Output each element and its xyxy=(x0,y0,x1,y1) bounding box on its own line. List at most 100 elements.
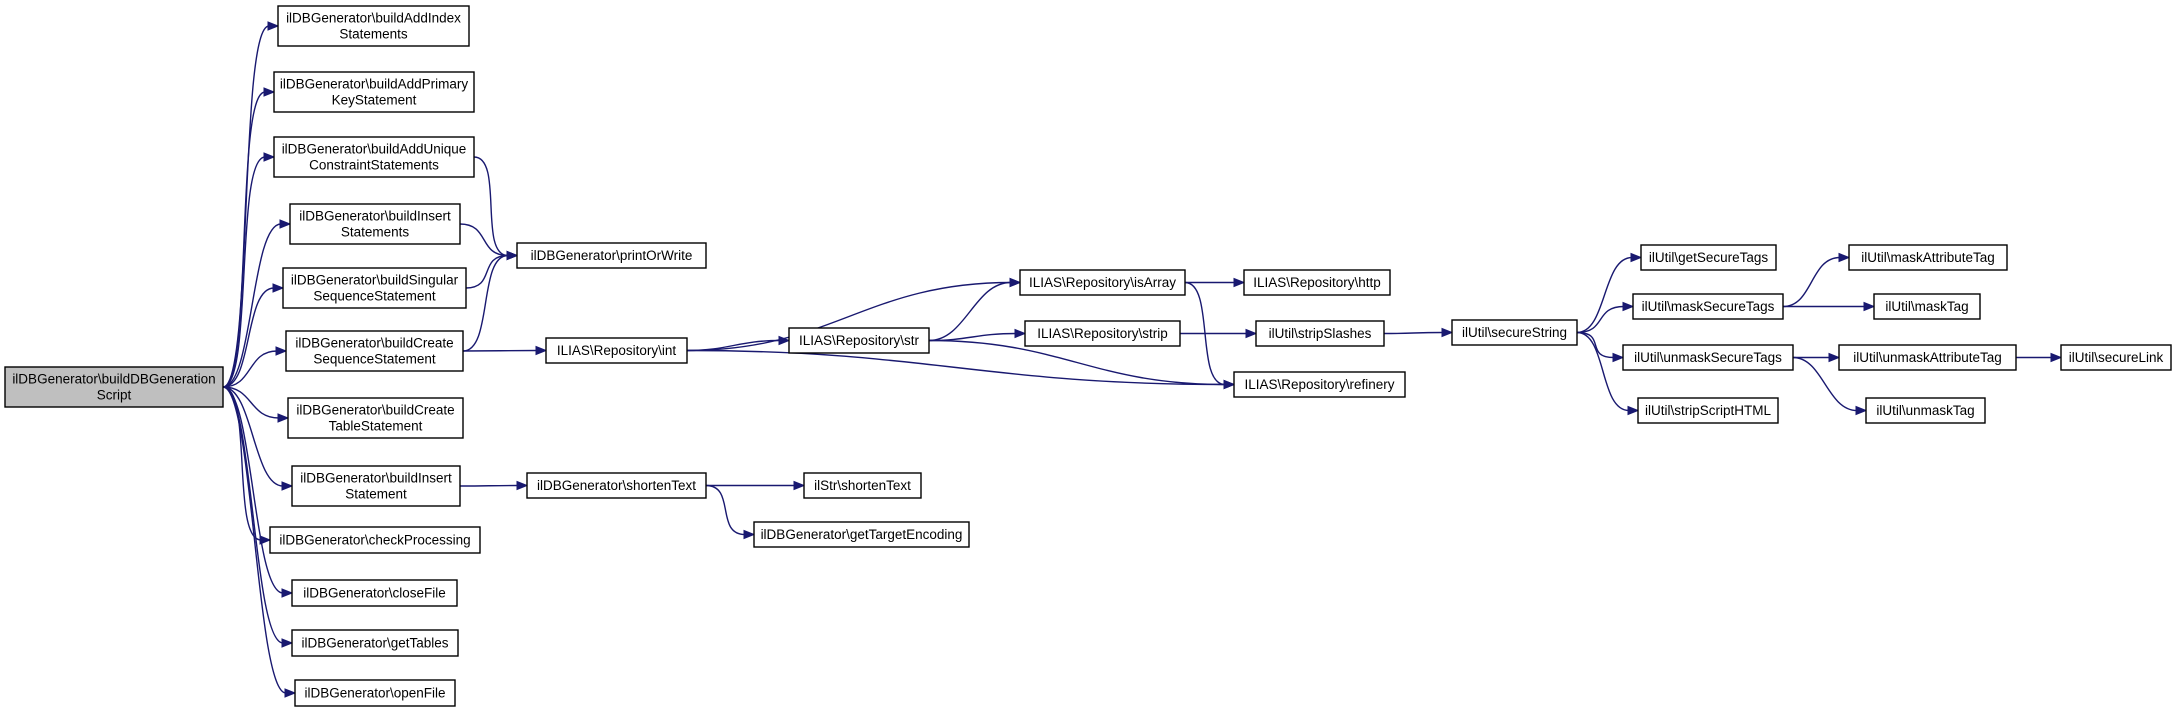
node-add-unique[interactable]: ilDBGenerator\buildAddUniqueConstraintSt… xyxy=(273,136,475,178)
node-print-or-write[interactable]: ilDBGenerator\printOrWrite xyxy=(516,242,707,269)
node-box xyxy=(1255,320,1385,347)
node-box xyxy=(4,366,224,408)
node-singular-seq[interactable]: ilDBGenerator\buildSingularSequenceState… xyxy=(282,267,467,309)
edge-root-to-addUnique xyxy=(222,156,266,388)
edge-addUnique-to-printOrWrite xyxy=(473,156,509,257)
node-unmask-tag[interactable]: ilUtil\unmaskTag xyxy=(1865,397,1986,424)
node-box xyxy=(526,472,707,499)
node-label: Statements xyxy=(339,27,408,42)
node-box xyxy=(545,337,688,364)
node-unmask-attr[interactable]: ilUtil\unmaskAttributeTag xyxy=(1838,344,2017,371)
edge-stripSlashes-to-secureString xyxy=(1383,331,1444,335)
node-mask-tag[interactable]: ilUtil\maskTag xyxy=(1873,293,1981,320)
node-box xyxy=(289,203,461,245)
node-label: ilStr\shortenText xyxy=(814,478,911,493)
node-str-shorten[interactable]: ilStr\shortenText xyxy=(803,472,922,499)
edge-root-to-createSeq xyxy=(222,350,278,388)
node-box xyxy=(1637,397,1779,424)
node-int[interactable]: ILIAS\Repository\int xyxy=(545,337,688,364)
node-label: ilUtil\unmaskTag xyxy=(1876,403,1974,418)
node-get-tables[interactable]: ilDBGenerator\getTables xyxy=(291,629,459,657)
node-box xyxy=(277,5,470,47)
node-unmask-secure[interactable]: ilUtil\unmaskSecureTags xyxy=(1622,344,1794,371)
node-label: ilUtil\stripScriptHTML xyxy=(1645,403,1772,418)
edge-str-to-isArray xyxy=(928,281,1012,342)
arrowhead xyxy=(1014,328,1027,339)
node-label: ILIAS\Repository\str xyxy=(799,333,920,348)
node-label: ilDBGenerator\checkProcessing xyxy=(279,533,470,548)
node-box xyxy=(285,330,464,372)
node-mask-secure[interactable]: ilUtil\maskSecureTags xyxy=(1632,293,1784,320)
node-label: ILIAS\Repository\strip xyxy=(1037,326,1168,341)
arrowhead xyxy=(263,152,276,162)
node-target-enc[interactable]: ilDBGenerator\getTargetEncoding xyxy=(753,521,970,548)
edge-int-to-isArray xyxy=(686,281,1012,352)
node-label: Statement xyxy=(345,487,407,502)
arrowhead xyxy=(1627,405,1640,416)
arrowhead xyxy=(1863,301,1876,312)
edge-root-to-addPrimary xyxy=(222,91,266,388)
edge-root-to-openFile xyxy=(222,386,287,694)
edge-createSeq-to-printOrWrite xyxy=(462,254,509,352)
node-box xyxy=(269,526,481,554)
node-label: ilUtil\maskTag xyxy=(1885,299,1968,314)
edge-secureString-to-stripScript xyxy=(1576,331,1630,412)
node-label: ConstraintStatements xyxy=(309,158,439,173)
edge-createSeq-to-int xyxy=(462,349,538,352)
node-get-secure-tags[interactable]: ilUtil\getSecureTags xyxy=(1640,244,1777,271)
node-box xyxy=(1233,371,1406,398)
node-box xyxy=(273,71,475,113)
arrowhead xyxy=(743,529,756,540)
edge-root-to-createTable xyxy=(222,386,280,419)
node-refinery[interactable]: ILIAS\Repository\refinery xyxy=(1233,371,1406,398)
arrowhead xyxy=(506,250,519,261)
edge-secureString-to-maskSecure xyxy=(1576,305,1625,334)
node-box xyxy=(1640,244,1777,271)
node-strip-script[interactable]: ilUtil\stripScriptHTML xyxy=(1637,397,1779,424)
node-add-primary[interactable]: ilDBGenerator\buildAddPrimaryKeyStatemen… xyxy=(273,71,475,113)
node-strip[interactable]: ILIAS\Repository\strip xyxy=(1024,320,1181,347)
arrowhead xyxy=(1009,277,1022,288)
node-shorten-text[interactable]: ilDBGenerator\shortenText xyxy=(526,472,707,499)
node-label: ilUtil\unmaskAttributeTag xyxy=(1853,350,2002,365)
edge-unmaskSecure-to-unmaskTag xyxy=(1792,356,1858,412)
node-label: ilDBGenerator\buildCreate xyxy=(296,403,454,418)
arrowhead xyxy=(778,335,791,346)
arrowhead xyxy=(275,346,288,356)
node-box xyxy=(1632,293,1784,320)
node-secure-string[interactable]: ilUtil\secureString xyxy=(1451,319,1578,346)
node-label: ilUtil\secureLink xyxy=(2069,350,2164,365)
node-box xyxy=(291,579,458,607)
node-label: KeyStatement xyxy=(332,93,417,108)
node-is-array[interactable]: ILIAS\Repository\isArray xyxy=(1019,269,1186,296)
node-strip-slashes[interactable]: ilUtil\stripSlashes xyxy=(1255,320,1385,347)
edge-secureString-to-unmaskSecure xyxy=(1576,331,1615,359)
call-edges xyxy=(222,21,2063,698)
node-box xyxy=(1622,344,1794,371)
node-check-proc[interactable]: ilDBGenerator\checkProcessing xyxy=(269,526,481,554)
arrowhead xyxy=(793,480,806,491)
node-open-file[interactable]: ilDBGenerator\openFile xyxy=(294,679,456,707)
node-box xyxy=(516,242,707,269)
node-label: ilDBGenerator\buildSingular xyxy=(291,273,459,288)
node-box xyxy=(1019,269,1186,296)
arrowhead xyxy=(277,413,290,423)
node-secure-link[interactable]: ilUtil\secureLink xyxy=(2060,344,2172,371)
node-box xyxy=(291,465,461,507)
node-str[interactable]: ILIAS\Repository\str xyxy=(788,327,930,354)
node-close-file[interactable]: ilDBGenerator\closeFile xyxy=(291,579,458,607)
arrowhead xyxy=(516,480,529,491)
edge-secureString-to-getSecureTags xyxy=(1576,256,1633,334)
node-mask-attr[interactable]: ilUtil\maskAttributeTag xyxy=(1848,244,2008,271)
edge-singularSeq-to-printOrWrite xyxy=(465,254,509,289)
arrowhead xyxy=(279,219,292,229)
node-create-seq[interactable]: ilDBGenerator\buildCreateSequenceStateme… xyxy=(285,330,464,372)
node-http[interactable]: ILIAS\Repository\http xyxy=(1243,269,1391,296)
node-box xyxy=(1451,319,1578,346)
